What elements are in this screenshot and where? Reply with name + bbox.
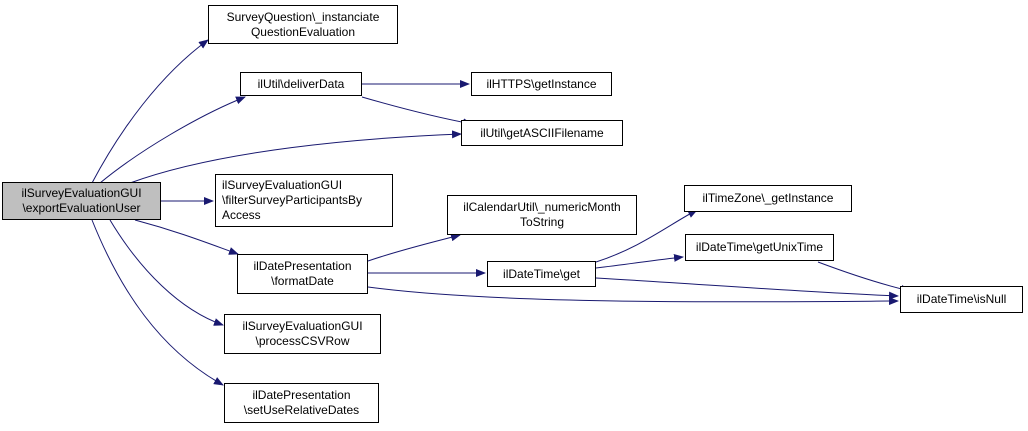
node-util-get-ascii-filename[interactable]: ilUtil\getASCIIFilename	[461, 120, 623, 146]
node-util-get-ascii-filename-line1: ilUtil\getASCIIFilename	[480, 125, 604, 140]
node-calendar-numeric-month-line1: ilCalendarUtil\_numericMonth	[463, 200, 621, 214]
node-datetime-get-unix-time[interactable]: ilDateTime\getUnixTime	[685, 234, 834, 261]
node-calendar-numeric-month[interactable]: ilCalendarUtil\_numericMonth ToString	[447, 195, 637, 235]
node-process-csv-row-line2: \processCSVRow	[255, 334, 350, 348]
node-process-csv-row-line1: ilSurveyEvaluationGUI	[242, 319, 363, 333]
edge-root-to-process-csv	[109, 219, 224, 326]
edge-get-to-timezone	[595, 209, 698, 263]
node-process-csv-row[interactable]: ilSurveyEvaluationGUI \processCSVRow	[224, 314, 381, 354]
node-export-evaluation-user-line2: \exportEvaluationUser	[22, 201, 141, 215]
node-datetime-is-null[interactable]: ilDateTime\isNull	[900, 286, 1023, 313]
node-datetime-get[interactable]: ilDateTime\get	[487, 261, 596, 287]
node-util-deliver-data-line1: ilUtil\deliverData	[257, 76, 345, 91]
node-calendar-numeric-month-line2: ToString	[519, 215, 565, 229]
node-set-use-relative-dates-line1: ilDatePresentation	[252, 388, 351, 402]
edge-root-to-formatdate	[134, 219, 239, 255]
edge-formatdate-to-calendar	[367, 233, 461, 262]
node-date-presentation-format-date-line1: ilDatePresentation	[253, 259, 352, 273]
node-filter-survey-participants-line3: Access	[222, 208, 261, 222]
node-datetime-is-null-line1: ilDateTime\isNull	[916, 292, 1007, 306]
edge-root-to-util-deliver	[99, 96, 246, 184]
node-timezone-get-instance-line1: ilTimeZone\_getInstance	[702, 191, 834, 205]
node-https-get-instance[interactable]: ilHTTPS\getInstance	[471, 72, 612, 96]
node-survey-question-instanciate-line2: QuestionEvaluation	[250, 24, 356, 39]
edge-root-to-util-ascii	[129, 130, 462, 184]
edge-deliver-to-ascii	[361, 96, 473, 127]
node-datetime-get-unix-time-line1: ilDateTime\getUnixTime	[695, 240, 824, 254]
node-date-presentation-format-date[interactable]: ilDatePresentation \formatDate	[237, 254, 368, 294]
node-survey-question-instanciate[interactable]: SurveyQuestion\_instanciate QuestionEval…	[208, 5, 398, 44]
node-https-get-instance-line1: ilHTTPS\getInstance	[486, 76, 597, 91]
node-datetime-get-line1: ilDateTime\get	[503, 266, 580, 281]
node-date-presentation-format-date-line2: \formatDate	[271, 274, 334, 288]
node-set-use-relative-dates-line2: \setUseRelativeDates	[243, 403, 360, 417]
node-timezone-get-instance[interactable]: ilTimeZone\_getInstance	[684, 185, 852, 212]
node-survey-question-instanciate-line1: SurveyQuestion\_instanciate	[226, 9, 380, 24]
edge-root-to-set-relative	[91, 219, 224, 386]
edge-unixtime-to-isnull	[817, 261, 911, 293]
node-export-evaluation-user-line1: ilSurveyEvaluationGUI	[21, 186, 142, 200]
node-export-evaluation-user: ilSurveyEvaluationGUI \exportEvaluationU…	[2, 182, 161, 220]
edge-get-to-isnull	[595, 277, 899, 300]
node-set-use-relative-dates[interactable]: ilDatePresentation \setUseRelativeDates	[224, 383, 379, 423]
edge-root-to-sq-instanciate	[91, 39, 209, 184]
edge-formatdate-to-isnull	[367, 286, 899, 306]
node-filter-survey-participants-line1: ilSurveyEvaluationGUI	[222, 178, 343, 192]
edge-get-to-unixtime	[595, 253, 684, 269]
node-filter-survey-participants-line2: \filterSurveyParticipantsBy	[222, 193, 363, 207]
node-util-deliver-data[interactable]: ilUtil\deliverData	[240, 72, 362, 96]
node-filter-survey-participants[interactable]: ilSurveyEvaluationGUI \filterSurveyParti…	[215, 174, 393, 227]
